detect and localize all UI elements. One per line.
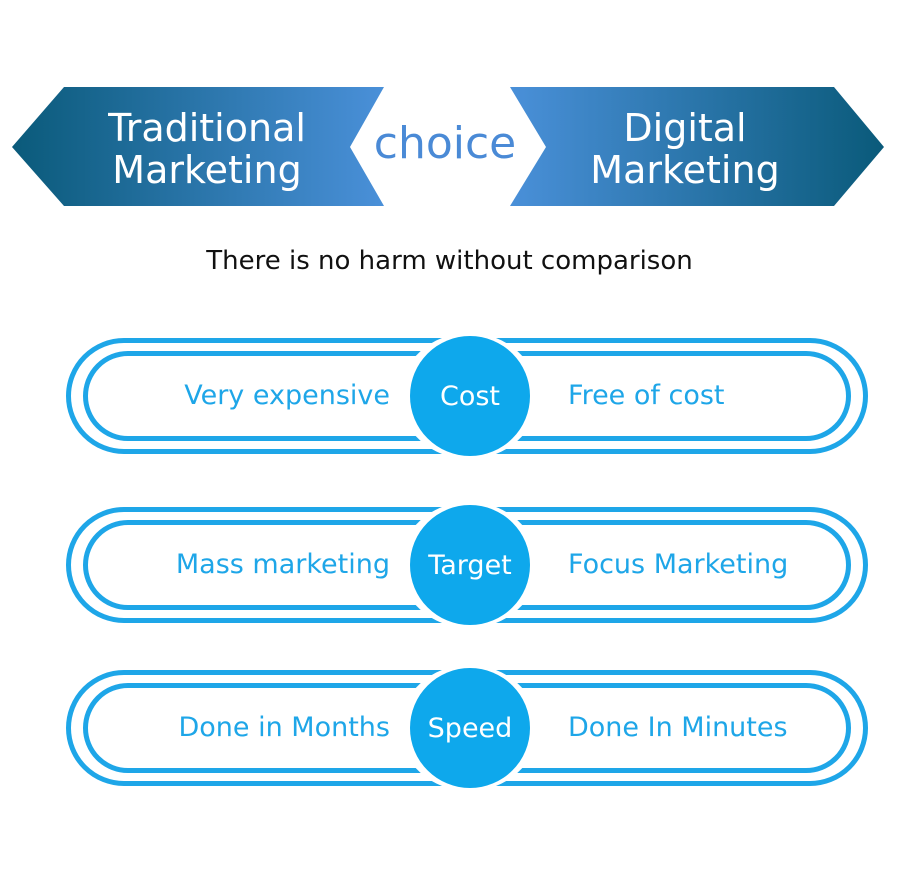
right-banner-arrow (510, 87, 884, 206)
row-digital-value: Focus Marketing (568, 549, 789, 580)
left-banner-line1: Traditional (108, 106, 306, 150)
header-graphic (12, 87, 884, 206)
left-banner-arrow (12, 87, 384, 206)
row-digital-value: Free of cost (568, 380, 725, 411)
left-banner-title: Traditional Marketing (72, 107, 342, 191)
left-banner-line2: Marketing (112, 148, 302, 192)
comparison-row-target: Target Mass marketing Focus Marketing (66, 502, 868, 628)
row-traditional-value: Very expensive (184, 380, 390, 411)
row-category-circle: Cost (410, 336, 530, 456)
comparison-row-cost: Cost Very expensive Free of cost (66, 333, 868, 459)
choice-label: choice (373, 118, 517, 169)
row-category-circle: Target (410, 505, 530, 625)
right-banner-title: Digital Marketing (550, 107, 820, 191)
right-banner-line1: Digital (623, 106, 747, 150)
row-category-circle: Speed (410, 668, 530, 788)
comparison-subtitle: There is no harm without comparison (206, 246, 693, 276)
row-digital-value: Done In Minutes (568, 712, 788, 743)
row-traditional-value: Mass marketing (175, 549, 390, 580)
right-banner-line2: Marketing (590, 148, 780, 192)
comparison-row-speed: Speed Done in Months Done In Minutes (66, 665, 868, 791)
row-traditional-value: Done in Months (178, 712, 390, 743)
